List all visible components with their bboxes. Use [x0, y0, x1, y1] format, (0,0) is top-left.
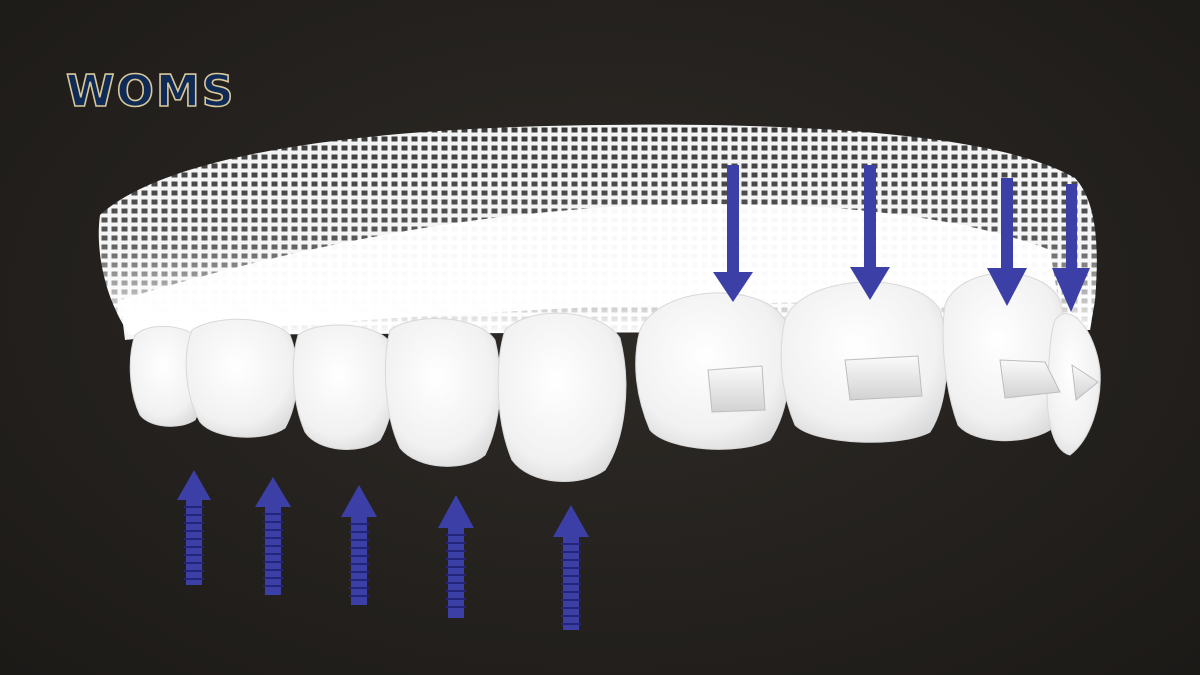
- up-arrow-2: [255, 477, 291, 595]
- up-arrow-5: [553, 505, 589, 630]
- logo-text: WOMS: [65, 66, 236, 117]
- aligner-shell: [98, 124, 1097, 340]
- lateral-incisor-tooth: [497, 312, 627, 482]
- premolar-tooth-2: [292, 324, 395, 450]
- upper-teeth: [129, 272, 1101, 482]
- up-arrow-3: [341, 485, 377, 605]
- up-arrow-1: [177, 470, 211, 585]
- down-arrow-1: [713, 165, 753, 302]
- downward-arrows: [713, 165, 1090, 312]
- down-arrow-3: [987, 178, 1027, 306]
- up-arrow-4: [438, 495, 474, 618]
- premolar-right-tooth: [1046, 313, 1101, 456]
- premolar-tooth-1: [185, 318, 298, 438]
- molar-tooth: [129, 325, 203, 427]
- canine-tooth: [384, 318, 501, 467]
- brand-logo: WOMS: [65, 66, 236, 117]
- attachment-4: [1071, 363, 1099, 401]
- attachment-3: [999, 359, 1061, 399]
- aligner-attachments: [707, 355, 1099, 413]
- down-arrow-4: [1052, 184, 1090, 312]
- attachment-1: [707, 365, 766, 413]
- attachment-2: [844, 355, 923, 401]
- upward-arrows: [177, 470, 589, 630]
- down-arrow-2: [850, 165, 890, 300]
